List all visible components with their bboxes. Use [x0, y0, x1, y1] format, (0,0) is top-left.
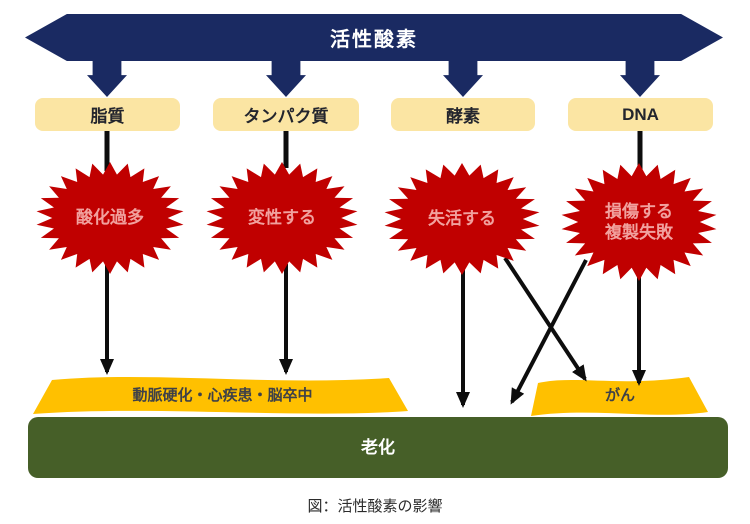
disease-banner-label: 動脈硬化・心疾患・脳卒中	[132, 387, 313, 404]
target-label-lipid: 脂質	[90, 107, 125, 126]
reactive-oxygen-banner: 活性酸素	[25, 14, 723, 61]
aging-bar-label: 老化	[361, 438, 395, 457]
cancer-banner-shape	[531, 377, 708, 416]
target-label-enzyme: 酵素	[446, 107, 480, 126]
effect-label-denature: 変性する	[248, 208, 316, 228]
reactive-oxygen-label: 活性酸素	[330, 29, 418, 51]
target-box-enzyme: 酵素	[391, 98, 535, 131]
disease-banner-shape	[33, 377, 408, 414]
effect-label-damage-line2: 複製失敗	[605, 223, 673, 242]
target-box-lipid: 脂質	[35, 98, 180, 131]
target-box-protein: タンパク質	[213, 98, 359, 131]
figure-caption: 図：活性酸素の影響	[307, 498, 443, 515]
cancer-banner-label: がん	[604, 387, 635, 404]
effect-label-deactivate: 失活する	[428, 209, 496, 229]
target-label-protein: タンパク質	[243, 107, 329, 126]
target-label-dna: DNA	[622, 104, 659, 124]
effect-label-oxidation: 酸化過多	[76, 208, 144, 228]
target-box-dna: DNA	[568, 98, 713, 131]
arrow-damage-to-aging	[510, 259, 588, 405]
aging-bar	[28, 417, 728, 478]
arrow-deactivate-to-cancer	[503, 256, 587, 382]
effect-label-damage-line1: 損傷する	[605, 201, 673, 221]
